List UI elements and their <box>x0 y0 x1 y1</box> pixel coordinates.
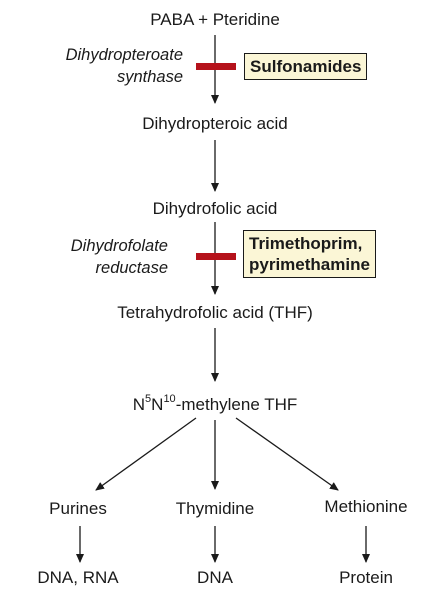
enzyme-dihydrofolate-reductase: Dihydrofolate reductase <box>71 235 168 279</box>
node-thymidine: Thymidine <box>175 499 255 518</box>
node-purines: Purines <box>49 499 107 518</box>
node-protein: Protein <box>339 568 393 587</box>
enzyme-2-line-1: Dihydrofolate <box>70 237 168 255</box>
node-paba-pteridine: PABA + Pteridine <box>150 10 280 29</box>
drug-trimethoprim-label: Trimethoprim, <box>249 234 363 253</box>
node-thf: Tetrahydrofolic acid (THF) <box>117 303 313 322</box>
enzyme-dihydropteroate-synthase: Dihydropteroate synthase <box>66 44 183 88</box>
arrow-methylene-to-purines <box>95 417 197 491</box>
drug-box-trimethoprim: Trimethoprim, pyrimethamine <box>243 230 376 278</box>
node-methionine: Methionine <box>324 497 408 516</box>
node-dihydropteroic-acid: Dihydropteroic acid <box>142 114 288 133</box>
node-dna-rna: DNA, RNA <box>37 568 119 587</box>
enzyme-2-line-2: reductase <box>95 259 168 277</box>
arrow-methylene-to-methionine <box>235 417 339 491</box>
drug-box-sulfonamides: Sulfonamides <box>244 53 368 80</box>
enzyme-1-line-2: synthase <box>116 68 183 86</box>
enzyme-1-line-1: Dihydropteroate <box>65 46 183 64</box>
inhibition-bar-1 <box>196 63 236 70</box>
drug-pyrimethamine-label: pyrimethamine <box>249 255 370 274</box>
inhibition-bar-2 <box>196 253 236 260</box>
node-methylene-thf: N5N10-methylene THF <box>132 393 298 414</box>
node-dihydrofolic-acid: Dihydrofolic acid <box>152 199 278 218</box>
node-dna: DNA <box>197 568 233 587</box>
drug-sulfonamides-label: Sulfonamides <box>250 57 362 76</box>
